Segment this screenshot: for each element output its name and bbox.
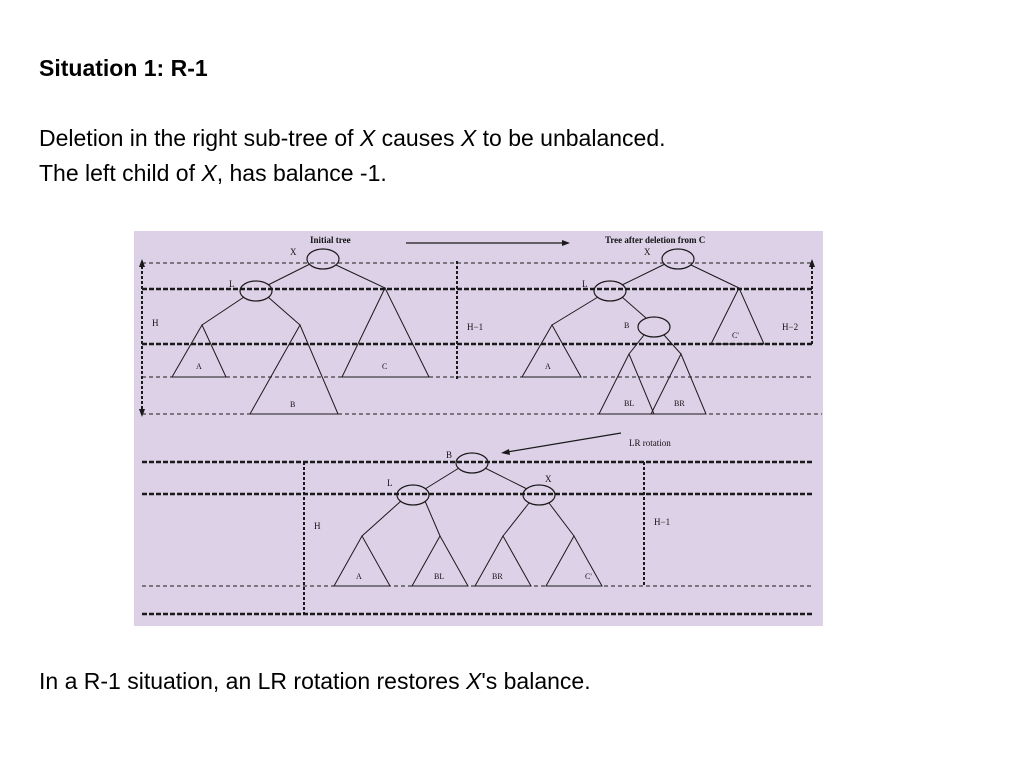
arrow-head (139, 259, 145, 267)
label-a: A (356, 572, 362, 581)
node-x (661, 248, 695, 270)
subtree-bl (411, 534, 469, 587)
arrow-head (139, 409, 145, 417)
node-l (593, 280, 627, 302)
subtree-a (521, 323, 582, 378)
lr-rotation-diagram: Initial tree Tree after deletion from C … (134, 231, 823, 626)
description-line-1: Deletion in the right sub-tree of X caus… (39, 125, 666, 151)
node-b (455, 452, 489, 474)
label-l: L (582, 279, 588, 289)
subtree-bl (598, 352, 655, 415)
height-label: H (314, 521, 321, 531)
height-label: H−1 (467, 322, 483, 332)
label-x: X (545, 474, 552, 484)
var-x: X (460, 125, 477, 151)
caption-initial-tree: Initial tree (310, 235, 351, 245)
caption-lr-rotation: LR rotation (629, 438, 671, 448)
height-label: H−2 (782, 322, 798, 332)
var-x: X (201, 160, 217, 186)
label-l: L (387, 478, 393, 488)
label-a: A (196, 362, 202, 371)
subtree-br (474, 534, 532, 587)
label-x: X (290, 247, 297, 257)
slide-heading: Situation 1: R-1 (39, 55, 208, 81)
label-x: X (644, 247, 651, 257)
var-x: X (466, 668, 482, 694)
subtree-c (341, 286, 430, 378)
arrow-heads (139, 240, 815, 455)
label-a: A (545, 362, 551, 371)
height-label: H (152, 318, 159, 328)
node-x (522, 484, 556, 506)
description-paragraph: Deletion in the right sub-tree of X caus… (39, 121, 666, 191)
label-c-prime: C' (585, 572, 592, 581)
subtree-c-prime (710, 286, 765, 345)
caption-after-deletion: Tree after deletion from C (605, 235, 705, 245)
arrow-head (501, 449, 510, 455)
label-bl: BL (434, 572, 444, 581)
label-l: L (229, 279, 235, 289)
subtree-br (650, 352, 707, 415)
label-b: B (290, 400, 295, 409)
diagram-lines (141, 242, 822, 616)
node-l (239, 280, 273, 302)
subtree-a (333, 534, 391, 587)
arrow-head (562, 240, 570, 246)
diagram-background (134, 231, 823, 626)
node-l (396, 484, 430, 506)
node-x (306, 248, 340, 270)
label-br: BR (674, 399, 685, 408)
arrow-head (809, 259, 815, 267)
label-bl: BL (624, 399, 634, 408)
label-br: BR (492, 572, 503, 581)
subtree-b (249, 323, 339, 415)
var-x: X (359, 125, 376, 151)
arrow-lr-rotation (506, 432, 622, 453)
subtree-c-prime (545, 534, 603, 587)
label-c-prime: C' (732, 331, 739, 340)
label-b: B (446, 450, 452, 460)
label-c: C (382, 362, 387, 371)
description-line-2: The left child of X, has balance -1. (39, 160, 387, 186)
label-b: B (624, 321, 629, 330)
subtree-a (171, 323, 227, 378)
footer-statement: In a R-1 situation, an LR rotation resto… (39, 668, 591, 694)
node-b (637, 316, 671, 338)
height-label: H−1 (654, 517, 670, 527)
